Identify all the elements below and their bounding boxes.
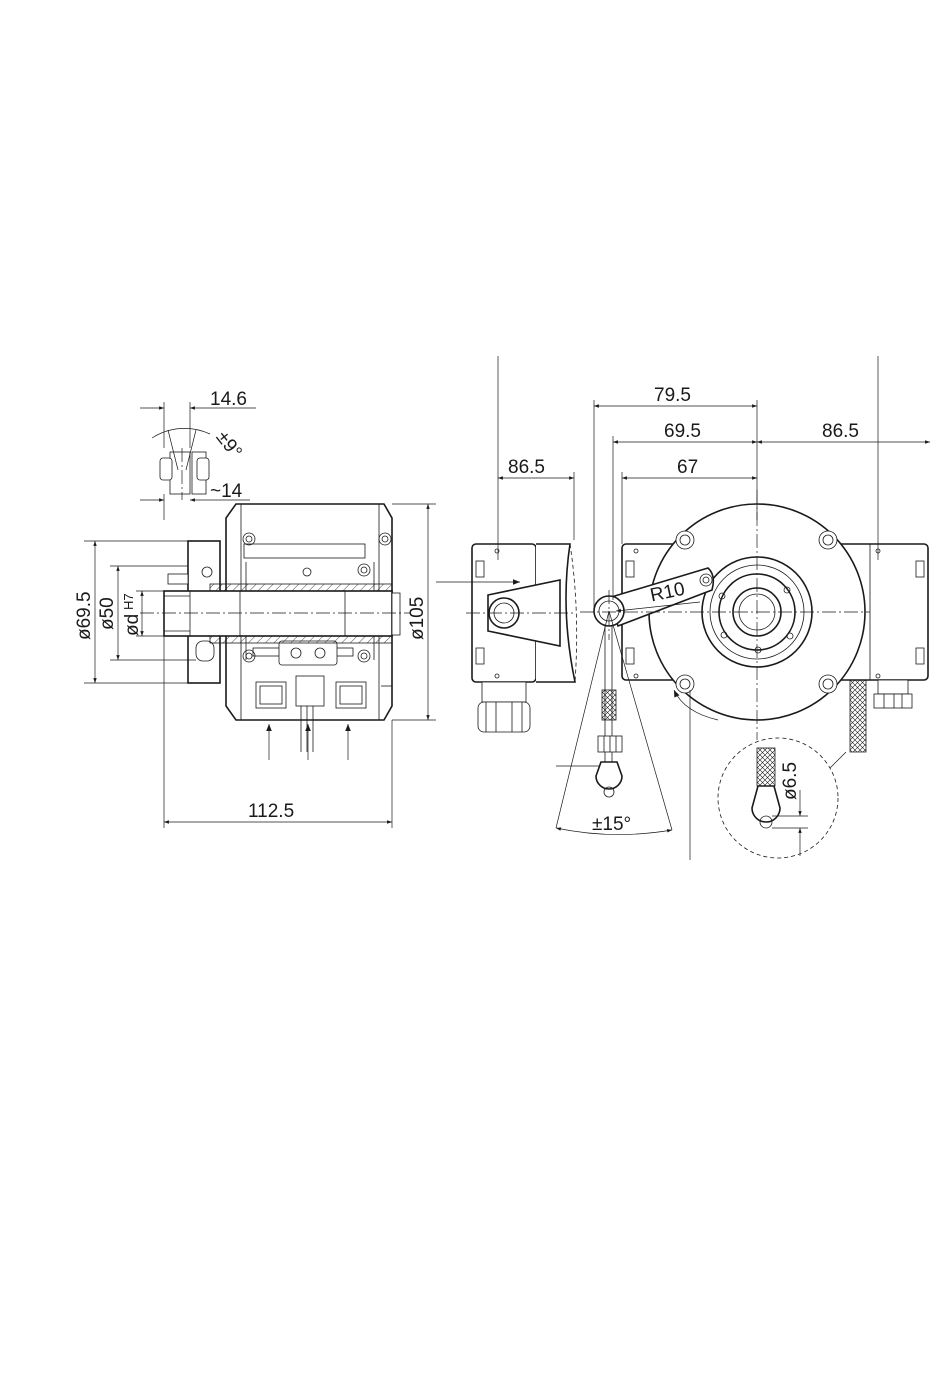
dim-tol-h7: H7 [121, 593, 136, 610]
dim-front-67: 67 [677, 457, 698, 478]
rod-end-detail: ø6.5 [718, 738, 846, 858]
dim-front-86-5: 86.5 [822, 421, 859, 442]
dim-14-6: 14.6 [210, 389, 247, 410]
dim-dia-50: ø50 [97, 597, 118, 630]
dim-front-79-5: 79.5 [654, 385, 691, 406]
dim-dia-d: ød [122, 614, 143, 636]
dim-dia-6-5: ø6.5 [780, 762, 801, 800]
hollow-shaft [140, 584, 410, 643]
dim-112-5: 112.5 [248, 801, 294, 822]
dim-approx-14: ~14 [210, 481, 243, 502]
cable [850, 680, 866, 752]
dim-side-86-5: 86.5 [508, 457, 545, 478]
front-view: ±15° R10 79.5 69.5 86.5 6 [556, 356, 930, 860]
dim-angle-15: ±15° [592, 814, 631, 835]
side-view: 14.6 ±9° ~14 ø69.5 ø50 ød H7 ø105 [74, 389, 436, 828]
dim-angle-9: ±9° [212, 427, 246, 462]
torque-support-detail [152, 428, 210, 500]
dim-front-69-5: 69.5 [664, 421, 701, 442]
dim-dia-105: ø105 [407, 597, 428, 640]
intermediate-view: 86.5 [436, 356, 577, 732]
dim-dia-69-5: ø69.5 [74, 591, 95, 640]
